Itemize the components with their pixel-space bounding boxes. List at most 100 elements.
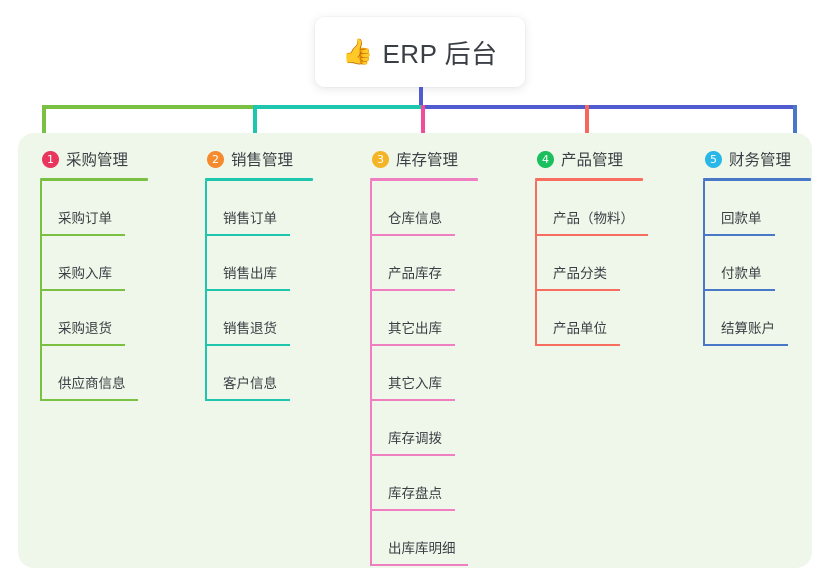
branch-items-list: 回款单付款单结算账户 bbox=[703, 181, 811, 346]
branch-item[interactable]: 采购退货 bbox=[40, 291, 148, 346]
branch-header-3[interactable]: 3 库存管理 bbox=[370, 146, 478, 172]
branch-item-underline bbox=[40, 234, 125, 236]
branch-item-underline bbox=[703, 234, 775, 236]
branch-item-underline bbox=[205, 399, 290, 401]
branch-item[interactable]: 产品单位 bbox=[535, 291, 643, 346]
branch-item-underline bbox=[703, 344, 788, 346]
root-node-card[interactable]: 👍 ERP 后台 bbox=[315, 17, 525, 87]
branch-item[interactable]: 仓库信息 bbox=[370, 181, 478, 236]
branch-item[interactable]: 其它入库 bbox=[370, 346, 478, 401]
thumbs-up-icon: 👍 bbox=[342, 37, 374, 66]
branch-item-underline bbox=[370, 509, 455, 511]
branch-item-underline bbox=[370, 289, 455, 291]
branch-item[interactable]: 产品（物料） bbox=[535, 181, 648, 236]
branch-item-underline bbox=[40, 344, 125, 346]
branch-items-list: 产品（物料） 产品分类产品单位 bbox=[535, 181, 648, 346]
branch-spine-connector bbox=[205, 181, 207, 401]
branch-item[interactable]: 产品库存 bbox=[370, 236, 478, 291]
branches-panel bbox=[18, 133, 812, 568]
branch-number-badge: 3 bbox=[372, 150, 389, 168]
branch-item-underline bbox=[535, 344, 620, 346]
branch-item-label: 采购订单 bbox=[58, 211, 112, 226]
branch-header-underline bbox=[535, 178, 643, 181]
branch-item-label: 产品（物料） bbox=[553, 211, 634, 226]
branch-item[interactable]: 供应商信息 bbox=[40, 346, 148, 401]
branch-item[interactable]: 产品分类 bbox=[535, 236, 643, 291]
branch-item-label: 采购退货 bbox=[58, 321, 112, 336]
branch-item[interactable]: 客户信息 bbox=[205, 346, 313, 401]
branch-item-label: 产品单位 bbox=[553, 321, 607, 336]
branch-items-list: 销售订单销售出库销售退货客户信息 bbox=[205, 181, 313, 401]
branch-item[interactable]: 库存调拨 bbox=[370, 401, 478, 456]
branch-item[interactable]: 库存盘点 bbox=[370, 456, 478, 511]
branch-header-underline bbox=[40, 178, 148, 181]
branch-item-underline bbox=[703, 289, 775, 291]
branch-item-label: 其它出库 bbox=[388, 321, 442, 336]
stub-col-5 bbox=[793, 105, 797, 147]
branch-item[interactable]: 销售出库 bbox=[205, 236, 313, 291]
branch-title-label: 销售管理 bbox=[231, 152, 294, 169]
branch-item-label: 产品分类 bbox=[553, 266, 607, 281]
branch-item-underline bbox=[370, 344, 455, 346]
stub-col-4 bbox=[585, 105, 589, 147]
branch-item-label: 结算账户 bbox=[721, 321, 775, 336]
branch-item[interactable]: 其它出库 bbox=[370, 291, 478, 346]
branch-item-underline bbox=[205, 234, 290, 236]
branch-item-underline bbox=[535, 234, 648, 236]
root-trunk-connector bbox=[419, 87, 423, 107]
branch-item-underline bbox=[535, 289, 620, 291]
branch-item-underline bbox=[370, 234, 455, 236]
branch-item-underline bbox=[370, 564, 468, 566]
branch-header-2[interactable]: 2 销售管理 bbox=[205, 146, 313, 172]
branch-item-label: 采购入库 bbox=[58, 266, 112, 281]
stub-col-1 bbox=[42, 105, 46, 147]
branch-item-label: 产品库存 bbox=[388, 266, 442, 281]
branch-item-underline bbox=[205, 289, 290, 291]
branch-item[interactable]: 采购入库 bbox=[40, 236, 148, 291]
branch-item[interactable]: 结算账户 bbox=[703, 291, 811, 346]
branch-item[interactable]: 回款单 bbox=[703, 181, 811, 236]
branch-spine-connector bbox=[535, 181, 537, 346]
branch-item[interactable]: 采购订单 bbox=[40, 181, 148, 236]
branch-item-label: 仓库信息 bbox=[388, 211, 442, 226]
branch-header-underline bbox=[370, 178, 478, 181]
branch-title-label: 库存管理 bbox=[396, 152, 459, 169]
branch-item-label: 销售订单 bbox=[223, 211, 277, 226]
branch-item-label: 供应商信息 bbox=[58, 376, 126, 391]
branch-number-badge: 4 bbox=[537, 150, 554, 168]
branch-item[interactable]: 销售退货 bbox=[205, 291, 313, 346]
branch-title-label: 财务管理 bbox=[729, 152, 792, 169]
branch-item-label: 销售退货 bbox=[223, 321, 277, 336]
branch-spine-connector bbox=[40, 181, 42, 401]
branch-item-label: 出库库明细 bbox=[388, 541, 456, 556]
branch-spine-connector bbox=[370, 181, 372, 566]
stub-col-2 bbox=[253, 105, 257, 147]
branch-column-3: 3 库存管理仓库信息产品库存其它出库其它入库库存调拨库存盘点出库库明细 bbox=[370, 146, 478, 566]
branch-header-underline bbox=[703, 178, 811, 181]
branch-column-2: 2 销售管理销售订单销售出库销售退货客户信息 bbox=[205, 146, 313, 401]
branch-item-label: 库存盘点 bbox=[388, 486, 442, 501]
branch-item-label: 其它入库 bbox=[388, 376, 442, 391]
branch-item-label: 库存调拨 bbox=[388, 431, 442, 446]
teal-segment bbox=[253, 105, 423, 109]
root-node-label: ERP 后台 bbox=[382, 38, 498, 69]
branch-item-label: 客户信息 bbox=[223, 376, 277, 391]
branch-item[interactable]: 付款单 bbox=[703, 236, 811, 291]
branch-item-underline bbox=[40, 399, 138, 401]
branch-item[interactable]: 销售订单 bbox=[205, 181, 313, 236]
branch-item-underline bbox=[40, 289, 125, 291]
branch-number-badge: 2 bbox=[207, 150, 224, 168]
branch-number-badge: 1 bbox=[42, 150, 59, 168]
branch-item[interactable]: 出库库明细 bbox=[370, 511, 478, 566]
branch-item-label: 销售出库 bbox=[223, 266, 277, 281]
green-segment bbox=[42, 105, 255, 109]
branch-spine-connector bbox=[703, 181, 705, 346]
blue-segment bbox=[421, 105, 797, 109]
